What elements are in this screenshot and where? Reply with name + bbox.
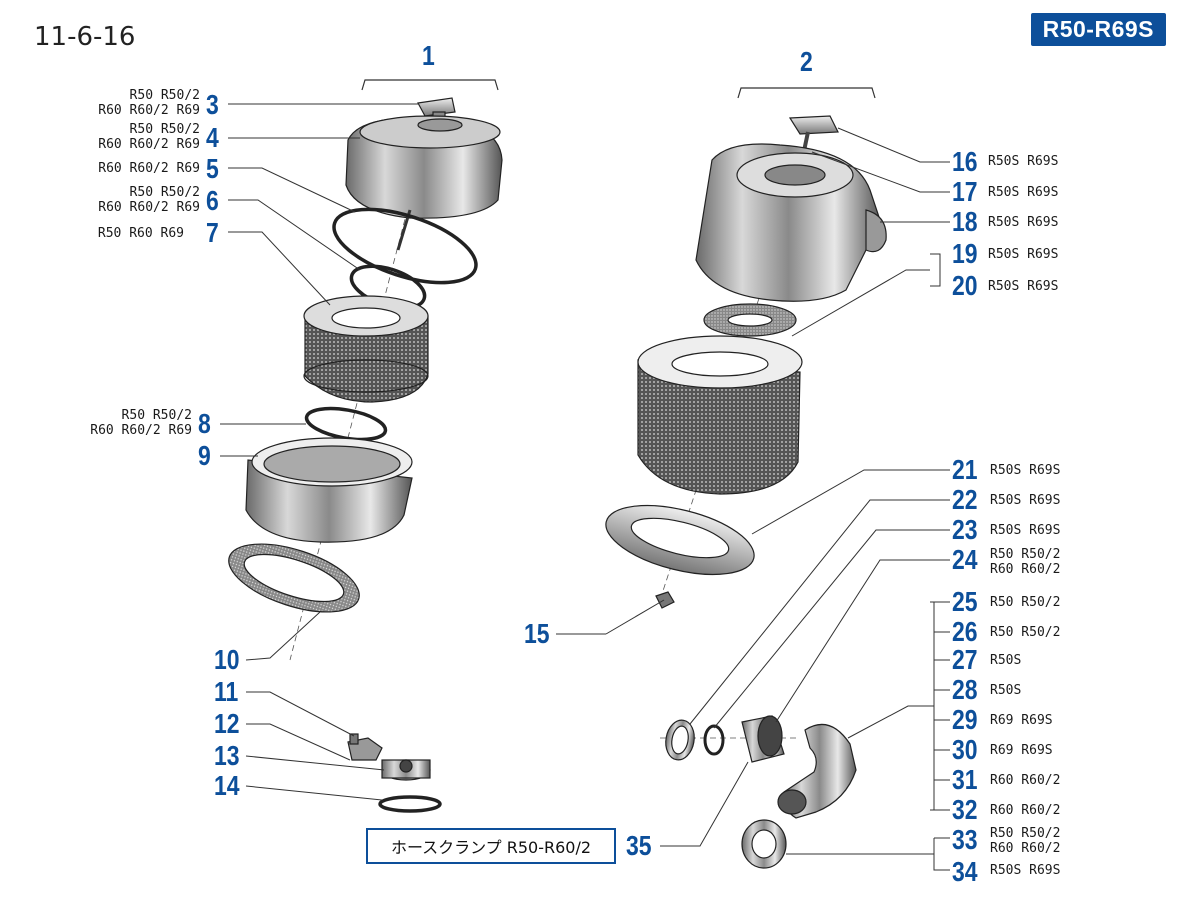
part-number-12: 12 [214, 708, 240, 739]
part-23-models: R50S R69S [990, 523, 1061, 538]
part-number-27: 27 [952, 644, 978, 675]
part-number-20: 20 [952, 270, 978, 301]
part-number-24: 24 [952, 544, 978, 575]
part-30-models: R69 R69S [990, 743, 1053, 758]
part-number-18: 18 [952, 206, 978, 237]
part-number-2: 2 [800, 46, 813, 77]
part-32-models: R60 R60/2 [990, 803, 1061, 818]
part-number-34: 34 [952, 856, 978, 887]
part-20-models: R50S R69S [988, 279, 1059, 294]
part-number-21: 21 [952, 454, 978, 485]
part-number-10: 10 [214, 644, 240, 675]
part-number-25: 25 [952, 586, 978, 617]
part-number-4: 4 [206, 122, 219, 153]
part-28-models: R50S [990, 683, 1022, 698]
part-8-models: R50 R50/2 R60 R60/2 R69 [90, 408, 192, 438]
part-25-models: R50 R50/2 [990, 595, 1061, 610]
left-air-filter-assembly [228, 79, 503, 813]
part-33-models: R50 R50/2 R60 R60/2 [990, 826, 1061, 856]
part-number-16: 16 [952, 146, 978, 177]
part-number-8: 8 [198, 408, 211, 439]
part-number-17: 17 [952, 176, 978, 207]
part-number-7: 7 [206, 217, 219, 248]
part-number-26: 26 [952, 616, 978, 647]
part-number-11: 11 [214, 676, 239, 707]
part-4-models: R50 R50/2 R60 R60/2 R69 [98, 122, 200, 152]
part-number-30: 30 [952, 734, 978, 765]
part-5-models: R60 R60/2 R69 [98, 161, 200, 176]
part-number-3: 3 [206, 89, 219, 120]
part-number-32: 32 [952, 794, 978, 825]
right-air-filter-assembly [605, 87, 887, 869]
part-21-models: R50S R69S [990, 463, 1061, 478]
part-number-23: 23 [952, 514, 978, 545]
part-number-6: 6 [206, 185, 219, 216]
part-6-models: R50 R50/2 R60 R60/2 R69 [98, 185, 200, 215]
part-24-models: R50 R50/2 R60 R60/2 [990, 547, 1061, 577]
part-number-29: 29 [952, 704, 978, 735]
part-number-33: 33 [952, 824, 978, 855]
part-7-models: R50 R60 R69 [97, 226, 184, 241]
part-number-1: 1 [422, 40, 435, 71]
part-31-models: R60 R60/2 [990, 773, 1061, 788]
part-number-9: 9 [198, 440, 211, 471]
part-number-19: 19 [952, 238, 978, 269]
page-code: 11-6-16 [34, 22, 136, 52]
part-18-models: R50S R69S [988, 215, 1059, 230]
model-badge: R50-R69S [1030, 13, 1166, 46]
part-number-15: 15 [524, 618, 550, 649]
part-29-models: R69 R69S [990, 713, 1053, 728]
part-19-models: R50S R69S [988, 247, 1059, 262]
part-3-models: R50 R50/2 R60 R60/2 R69 [98, 88, 200, 118]
hose-clamp-label: ホースクランプ R50-R60/2 [366, 828, 616, 864]
part-26-models: R50 R50/2 [990, 625, 1061, 640]
part-number-22: 22 [952, 484, 978, 515]
part-number-14: 14 [214, 770, 240, 801]
part-17-models: R50S R69S [988, 185, 1059, 200]
part-34-models: R50S R69S [990, 863, 1061, 878]
part-number-5: 5 [206, 153, 219, 184]
part-22-models: R50S R69S [990, 493, 1061, 508]
part-number-35: 35 [626, 830, 652, 861]
part-27-models: R50S [990, 653, 1022, 668]
part-number-13: 13 [214, 740, 240, 771]
part-16-models: R50S R69S [988, 154, 1059, 169]
part-number-28: 28 [952, 674, 978, 705]
leader-lines [220, 103, 950, 871]
part-number-31: 31 [952, 764, 978, 795]
